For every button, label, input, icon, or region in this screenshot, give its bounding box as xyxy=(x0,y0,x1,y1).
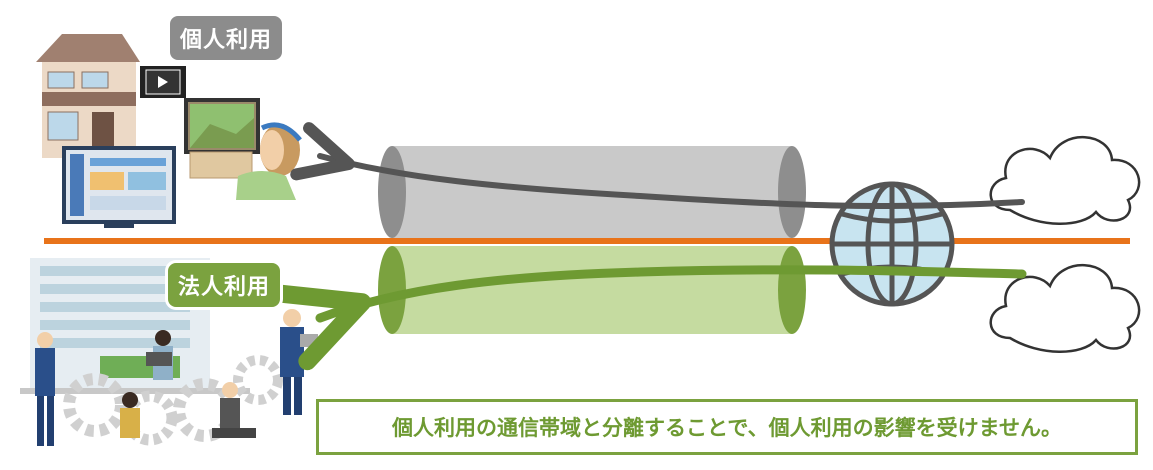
cloud-icon xyxy=(989,263,1141,353)
corporate-traffic-arrow xyxy=(273,265,1027,371)
gamer-icon xyxy=(184,98,302,200)
personal-use-label: 個人利用 xyxy=(170,16,283,60)
corporate-pipe xyxy=(378,246,806,334)
separation-message: 個人利用の通信帯域と分離することで、個人利用の影響を受けません。 xyxy=(316,399,1138,455)
globe-icon xyxy=(829,181,955,307)
corporate-use-label: 法人利用 xyxy=(168,263,281,307)
cloud-icon xyxy=(989,135,1141,225)
house-icon xyxy=(36,34,140,158)
desktop-monitor-icon xyxy=(62,146,176,228)
video-play-icon xyxy=(140,66,186,98)
personal-traffic-arrow xyxy=(290,122,1025,210)
